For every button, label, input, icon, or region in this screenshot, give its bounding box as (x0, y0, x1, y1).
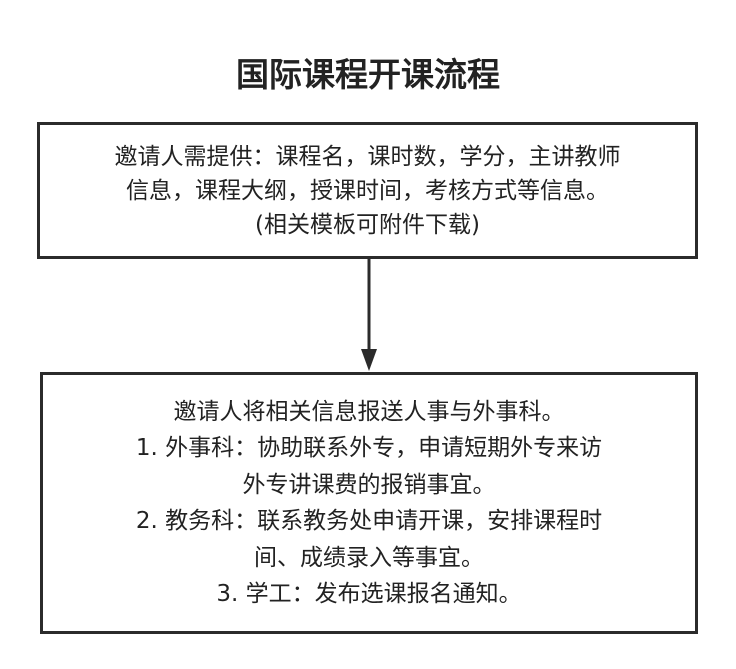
step-2-box: 邀请人将相关信息报送人事与外事科。 1. 外事科：协助联系外专，申请短期外专来访… (40, 372, 698, 634)
step-1-line: 邀请人需提供：课程名，课时数，学分，主讲教师 (114, 143, 621, 170)
diagram-title: 国际课程开课流程 (236, 55, 500, 94)
step-2-line: 间、成绩录入等事宜。 (254, 544, 484, 571)
step-1-line: (相关模板可附件下载) (255, 211, 480, 238)
step-2-line: 3. 学工：发布选课报名通知。 (216, 581, 522, 607)
step-2-line: 外专讲课费的报销事宜。 (242, 471, 496, 498)
step-1-box: 邀请人需提供：课程名，课时数，学分，主讲教师 信息，课程大纲，授课时间，考核方式… (37, 122, 698, 259)
step-2-line: 1. 外事科：协助联系外专，申请短期外专来访 (135, 435, 603, 461)
step-2-line: 2. 教务科：联系教务处申请开课，安排课程时 (135, 508, 603, 534)
step-1-line: 信息，课程大纲，授课时间，考核方式等信息。 (126, 177, 609, 204)
step-2-line: 邀请人将相关信息报送人事与外事科。 (173, 398, 565, 425)
